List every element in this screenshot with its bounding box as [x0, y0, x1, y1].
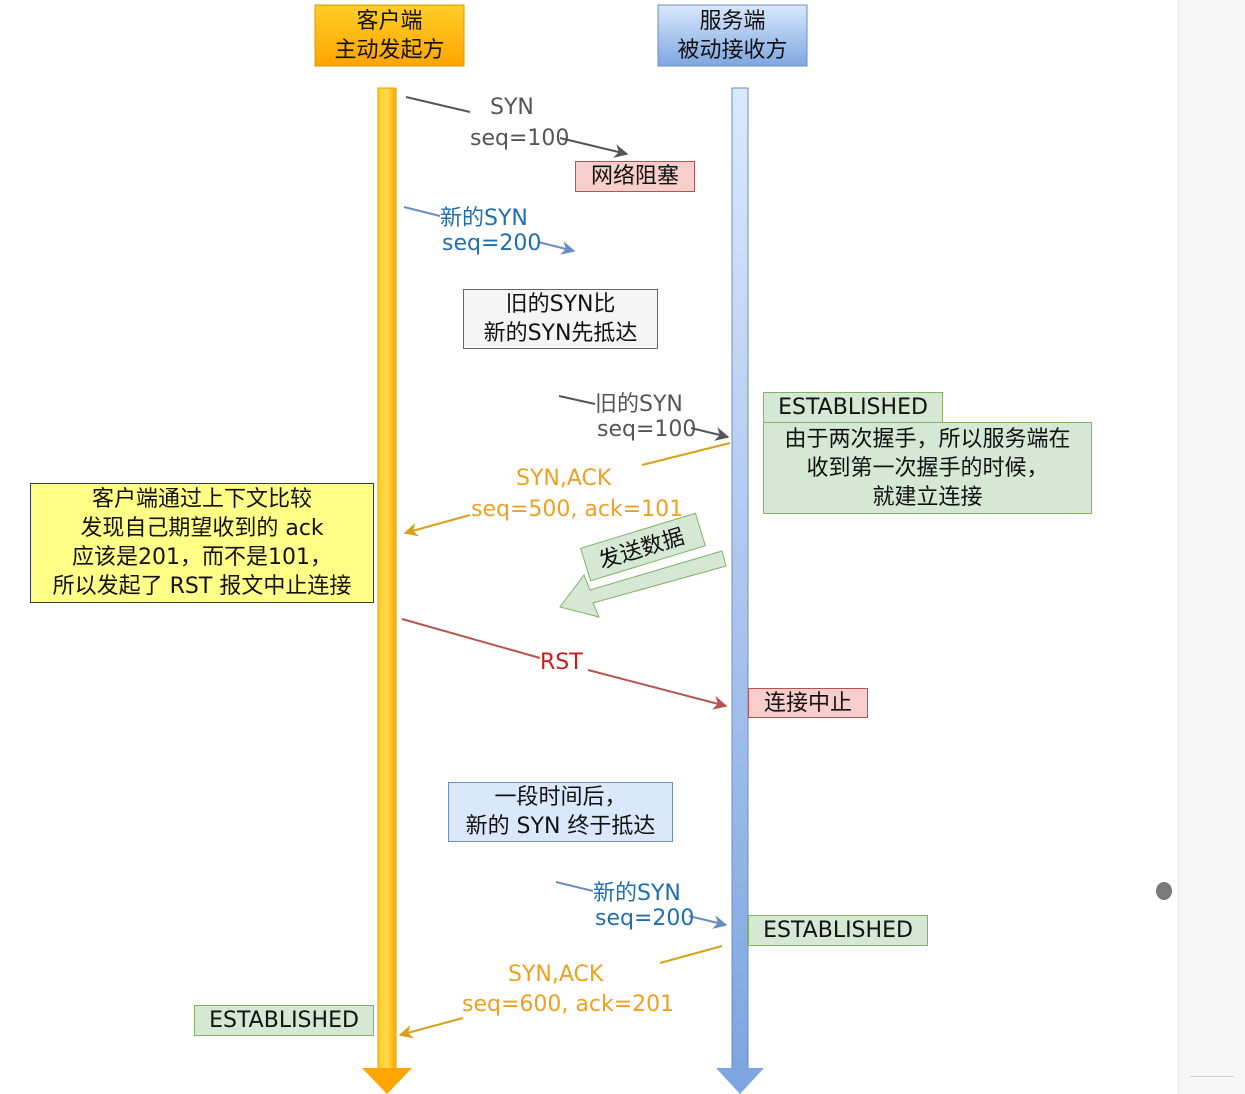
- synack1-line-b: [403, 514, 471, 537]
- note-old-first-line2: 新的SYN先抵达: [483, 321, 638, 346]
- client-header: 客户端 主动发起方: [315, 5, 464, 66]
- server-header-box: [657, 4, 808, 67]
- conn-abort-label: 连接中止: [763, 690, 852, 716]
- server-header-line2: 被动接收方: [677, 37, 788, 63]
- server-note: 由于两次握手，所以服务端在 收到第一次握手的时候， 就建立连接: [763, 422, 1092, 514]
- client-lifeline: [362, 87, 412, 1094]
- syn-old2-label: 旧的SYN: [595, 392, 683, 417]
- client-header-line2: 主动发起方: [334, 37, 445, 63]
- synack1-seq: seq=500, ack=101: [471, 497, 684, 522]
- syn-old2-line-b: [690, 427, 730, 441]
- rst-line-a: [401, 618, 541, 659]
- syn-old-line-a: [405, 96, 471, 113]
- synack2-line-a: [659, 945, 723, 964]
- note-later-line1: 一段时间后，: [494, 785, 627, 810]
- syn-new-label: 新的SYN: [440, 206, 528, 231]
- server-header-line1: 服务端: [699, 8, 766, 34]
- synack1-label: SYN,ACK: [516, 466, 612, 491]
- note-later-line2: 新的 SYN 终于抵达: [465, 814, 656, 839]
- server-header: 服务端 被动接收方: [658, 5, 807, 66]
- client-note: 客户端通过上下文比较 发现自己期望收到的 ack 应该是201，而不是101， …: [30, 483, 374, 603]
- established-client: ESTABLISHED: [194, 1005, 374, 1036]
- established-server-2: ESTABLISHED: [748, 915, 928, 946]
- synack2-line-b: [398, 1017, 464, 1039]
- syn-new-line-a: [403, 206, 441, 217]
- note-later: 一段时间后， 新的 SYN 终于抵达: [448, 782, 673, 842]
- server-note-line3: 就建立连接: [872, 484, 983, 510]
- syn-new2-label: 新的SYN: [593, 881, 681, 906]
- network-block-label: 网络阻塞: [590, 164, 679, 189]
- rst-label: RST: [540, 650, 583, 675]
- client-note-line1: 客户端通过上下文比较: [91, 487, 312, 512]
- client-note-line4: 所以发起了 RST 报文中止连接: [52, 574, 352, 599]
- rst-line-b: [587, 669, 728, 710]
- server-note-line1: 由于两次握手，所以服务端在: [784, 426, 1071, 452]
- syn-new-line-b: [537, 241, 576, 255]
- client-header-box: [314, 4, 465, 67]
- syn-old2-seq: seq=100: [597, 417, 697, 442]
- syn-new-seq: seq=200: [442, 231, 542, 256]
- note-old-first-line1: 旧的SYN比: [505, 292, 616, 317]
- syn-new2-line-b: [688, 915, 728, 929]
- synack1-line-a: [641, 442, 731, 466]
- note-old-first: 旧的SYN比 新的SYN先抵达: [463, 289, 658, 349]
- right-side-panel: [1178, 0, 1245, 1094]
- established-server-1-label: ESTABLISHED: [778, 395, 928, 420]
- scroll-handle[interactable]: [1156, 882, 1172, 900]
- syn-new2-line-a: [555, 881, 594, 892]
- server-note-line2: 收到第一次握手的时候，: [806, 455, 1049, 481]
- client-note-line2: 发现自己期望收到的 ack: [80, 516, 324, 541]
- client-header-line1: 客户端: [356, 8, 423, 34]
- syn-old-line-b: [559, 137, 629, 158]
- client-note-line3: 应该是201，而不是101，: [72, 545, 332, 570]
- server-lifeline: [716, 87, 764, 1094]
- network-block-box: 网络阻塞: [575, 161, 695, 192]
- syn-old2-line-a: [558, 395, 596, 405]
- synack2-label: SYN,ACK: [508, 962, 604, 987]
- syn-old-label: SYN: [490, 95, 534, 120]
- established-server-1: ESTABLISHED: [763, 392, 943, 423]
- send-data-box: [580, 512, 706, 582]
- send-data-arrow: [559, 550, 727, 618]
- conn-abort-box: 连接中止: [748, 688, 868, 718]
- syn-old-seq: seq=100: [470, 126, 570, 151]
- established-server-2-label: ESTABLISHED: [763, 918, 913, 943]
- syn-new2-seq: seq=200: [595, 906, 695, 931]
- established-client-label: ESTABLISHED: [209, 1008, 359, 1033]
- panel-divider: [1190, 1076, 1234, 1077]
- synack2-seq: seq=600, ack=201: [462, 992, 675, 1017]
